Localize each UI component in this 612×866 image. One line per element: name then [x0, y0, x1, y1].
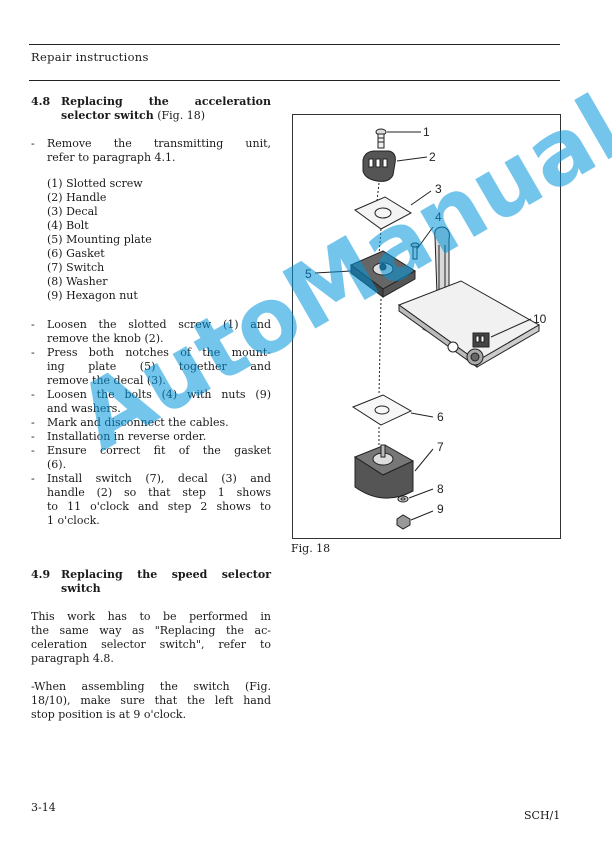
gasket-part — [351, 394, 413, 426]
step-6-line1: Ensure correct fit of the gasket — [47, 444, 271, 457]
section-48-heading-figref: (Fig. 18) — [157, 109, 205, 122]
speed-selector-switch-part — [472, 332, 490, 348]
callout-8: 8 — [437, 482, 444, 496]
step-7-line2: handle (2) so that step 1 shows — [47, 486, 271, 499]
step-2: - Press both notches of the mount- ing p… — [31, 346, 271, 387]
callout-3: 3 — [435, 182, 442, 196]
step-1-line2: remove the knob (2). — [47, 332, 164, 345]
step-4: - Mark and disconnect the cables. — [31, 416, 271, 430]
callout-6: 6 — [437, 410, 444, 424]
part-item: (1) Slotted screw — [47, 177, 143, 190]
callout-9: 9 — [437, 502, 444, 516]
top-rule — [29, 44, 560, 45]
step-3: - Loosen the bolts (4) with nuts (9) and… — [31, 388, 271, 415]
section-49-note-line3: stop position is at 9 o'clock. — [31, 708, 187, 721]
figure-18: 1 2 3 4 5 6 7 8 9 10 — [292, 114, 561, 539]
step-5-line1: Installation in reverse order. — [47, 430, 207, 443]
part-item: (4) Bolt — [47, 219, 89, 232]
step-7-line4: 1 o'clock. — [47, 514, 100, 527]
step-3-line2: and washers. — [47, 402, 121, 415]
section-48-heading-line1: Replacing the acceleration — [61, 95, 271, 108]
intro-line1: Remove the transmitting unit, — [47, 137, 271, 150]
step-6-line2: (6). — [47, 458, 67, 471]
exploded-view-drawing: 1 2 3 4 5 6 7 8 9 10 — [305, 125, 547, 530]
part-item: (9) Hexagon nut — [47, 289, 138, 302]
step-2-line1: Press both notches of the mount- — [47, 346, 271, 359]
switch-part — [353, 444, 415, 499]
part-item: (3) Decal — [47, 205, 98, 218]
section-48-heading-bold: selector switch — [61, 109, 154, 122]
section-48-heading-line2: selector switch (Fig. 18) — [61, 109, 205, 123]
step-5: - Installation in reverse order. — [31, 430, 271, 444]
slotted-screw-part — [375, 128, 387, 149]
step-1: - Loosen the slotted screw (1) and remov… — [31, 318, 271, 345]
step-2-line2: ing plate (5) together and — [47, 360, 271, 373]
section-49-note-line1: -When assembling the switch (Fig. — [31, 680, 271, 693]
page-number: 3-14 — [31, 801, 56, 814]
washer-part — [397, 495, 409, 503]
mounting-plate-part — [350, 250, 416, 298]
step-6: - Ensure correct fit of the gasket (6). — [31, 444, 271, 471]
section-49-para-line2: the same way as "Replacing the ac- — [31, 624, 271, 637]
step-3-line1: Loosen the bolts (4) with nuts (9) — [47, 388, 271, 401]
step-7-line3: to 11 o'clock and step 2 shows to — [47, 500, 271, 513]
section-49-para-line1: This work has to be performed in — [31, 610, 271, 623]
callout-1: 1 — [423, 125, 430, 139]
callout-5: 5 — [305, 267, 312, 281]
callout-10: 10 — [533, 312, 547, 326]
base-plate — [397, 280, 541, 368]
callout-7: 7 — [437, 440, 444, 454]
document-code: SCH/1 — [524, 809, 561, 822]
figure-caption: Fig. 18 — [291, 542, 331, 555]
hexagon-nut-part — [396, 514, 411, 530]
section-49-note-line2: 18/10), make sure that the left hand — [31, 694, 271, 707]
header-rule — [29, 80, 560, 81]
step-2-line3: remove the decal (3). — [47, 374, 166, 387]
section-49-number: 4.9 — [31, 568, 51, 581]
callout-4: 4 — [435, 210, 442, 224]
part-item: (5) Mounting plate — [47, 233, 152, 246]
step-4-line1: Mark and disconnect the cables. — [47, 416, 229, 429]
step-7: - Install switch (7), decal (3) and hand… — [31, 472, 271, 527]
handle-part — [362, 150, 396, 182]
section-49-heading-line1: Replacing the speed selector — [61, 568, 271, 581]
part-item: (8) Washer — [47, 275, 108, 288]
section-48-number: 4.8 — [31, 95, 51, 108]
step-7-line1: Install switch (7), decal (3) and — [47, 472, 271, 485]
part-item: (7) Switch — [47, 261, 105, 274]
section-49-para-line4: paragraph 4.8. — [31, 652, 114, 665]
part-item: (2) Handle — [47, 191, 107, 204]
parts-list: (1) Slotted screw (2) Handle (3) Decal (… — [47, 177, 152, 303]
decal-part — [353, 196, 413, 230]
step-1-line1: Loosen the slotted screw (1) and — [47, 318, 271, 331]
callout-2: 2 — [429, 150, 436, 164]
bolt-part — [410, 242, 420, 260]
section-49-heading-line2: switch — [61, 582, 101, 595]
section-49-para-line3: celeration selector switch", refer to — [31, 638, 271, 651]
intro-bullet: - Remove the transmitting unit, refer to… — [31, 137, 271, 164]
intro-line2: refer to paragraph 4.1. — [47, 151, 176, 164]
page-header: Repair instructions — [31, 50, 149, 64]
part-item: (6) Gasket — [47, 247, 105, 260]
